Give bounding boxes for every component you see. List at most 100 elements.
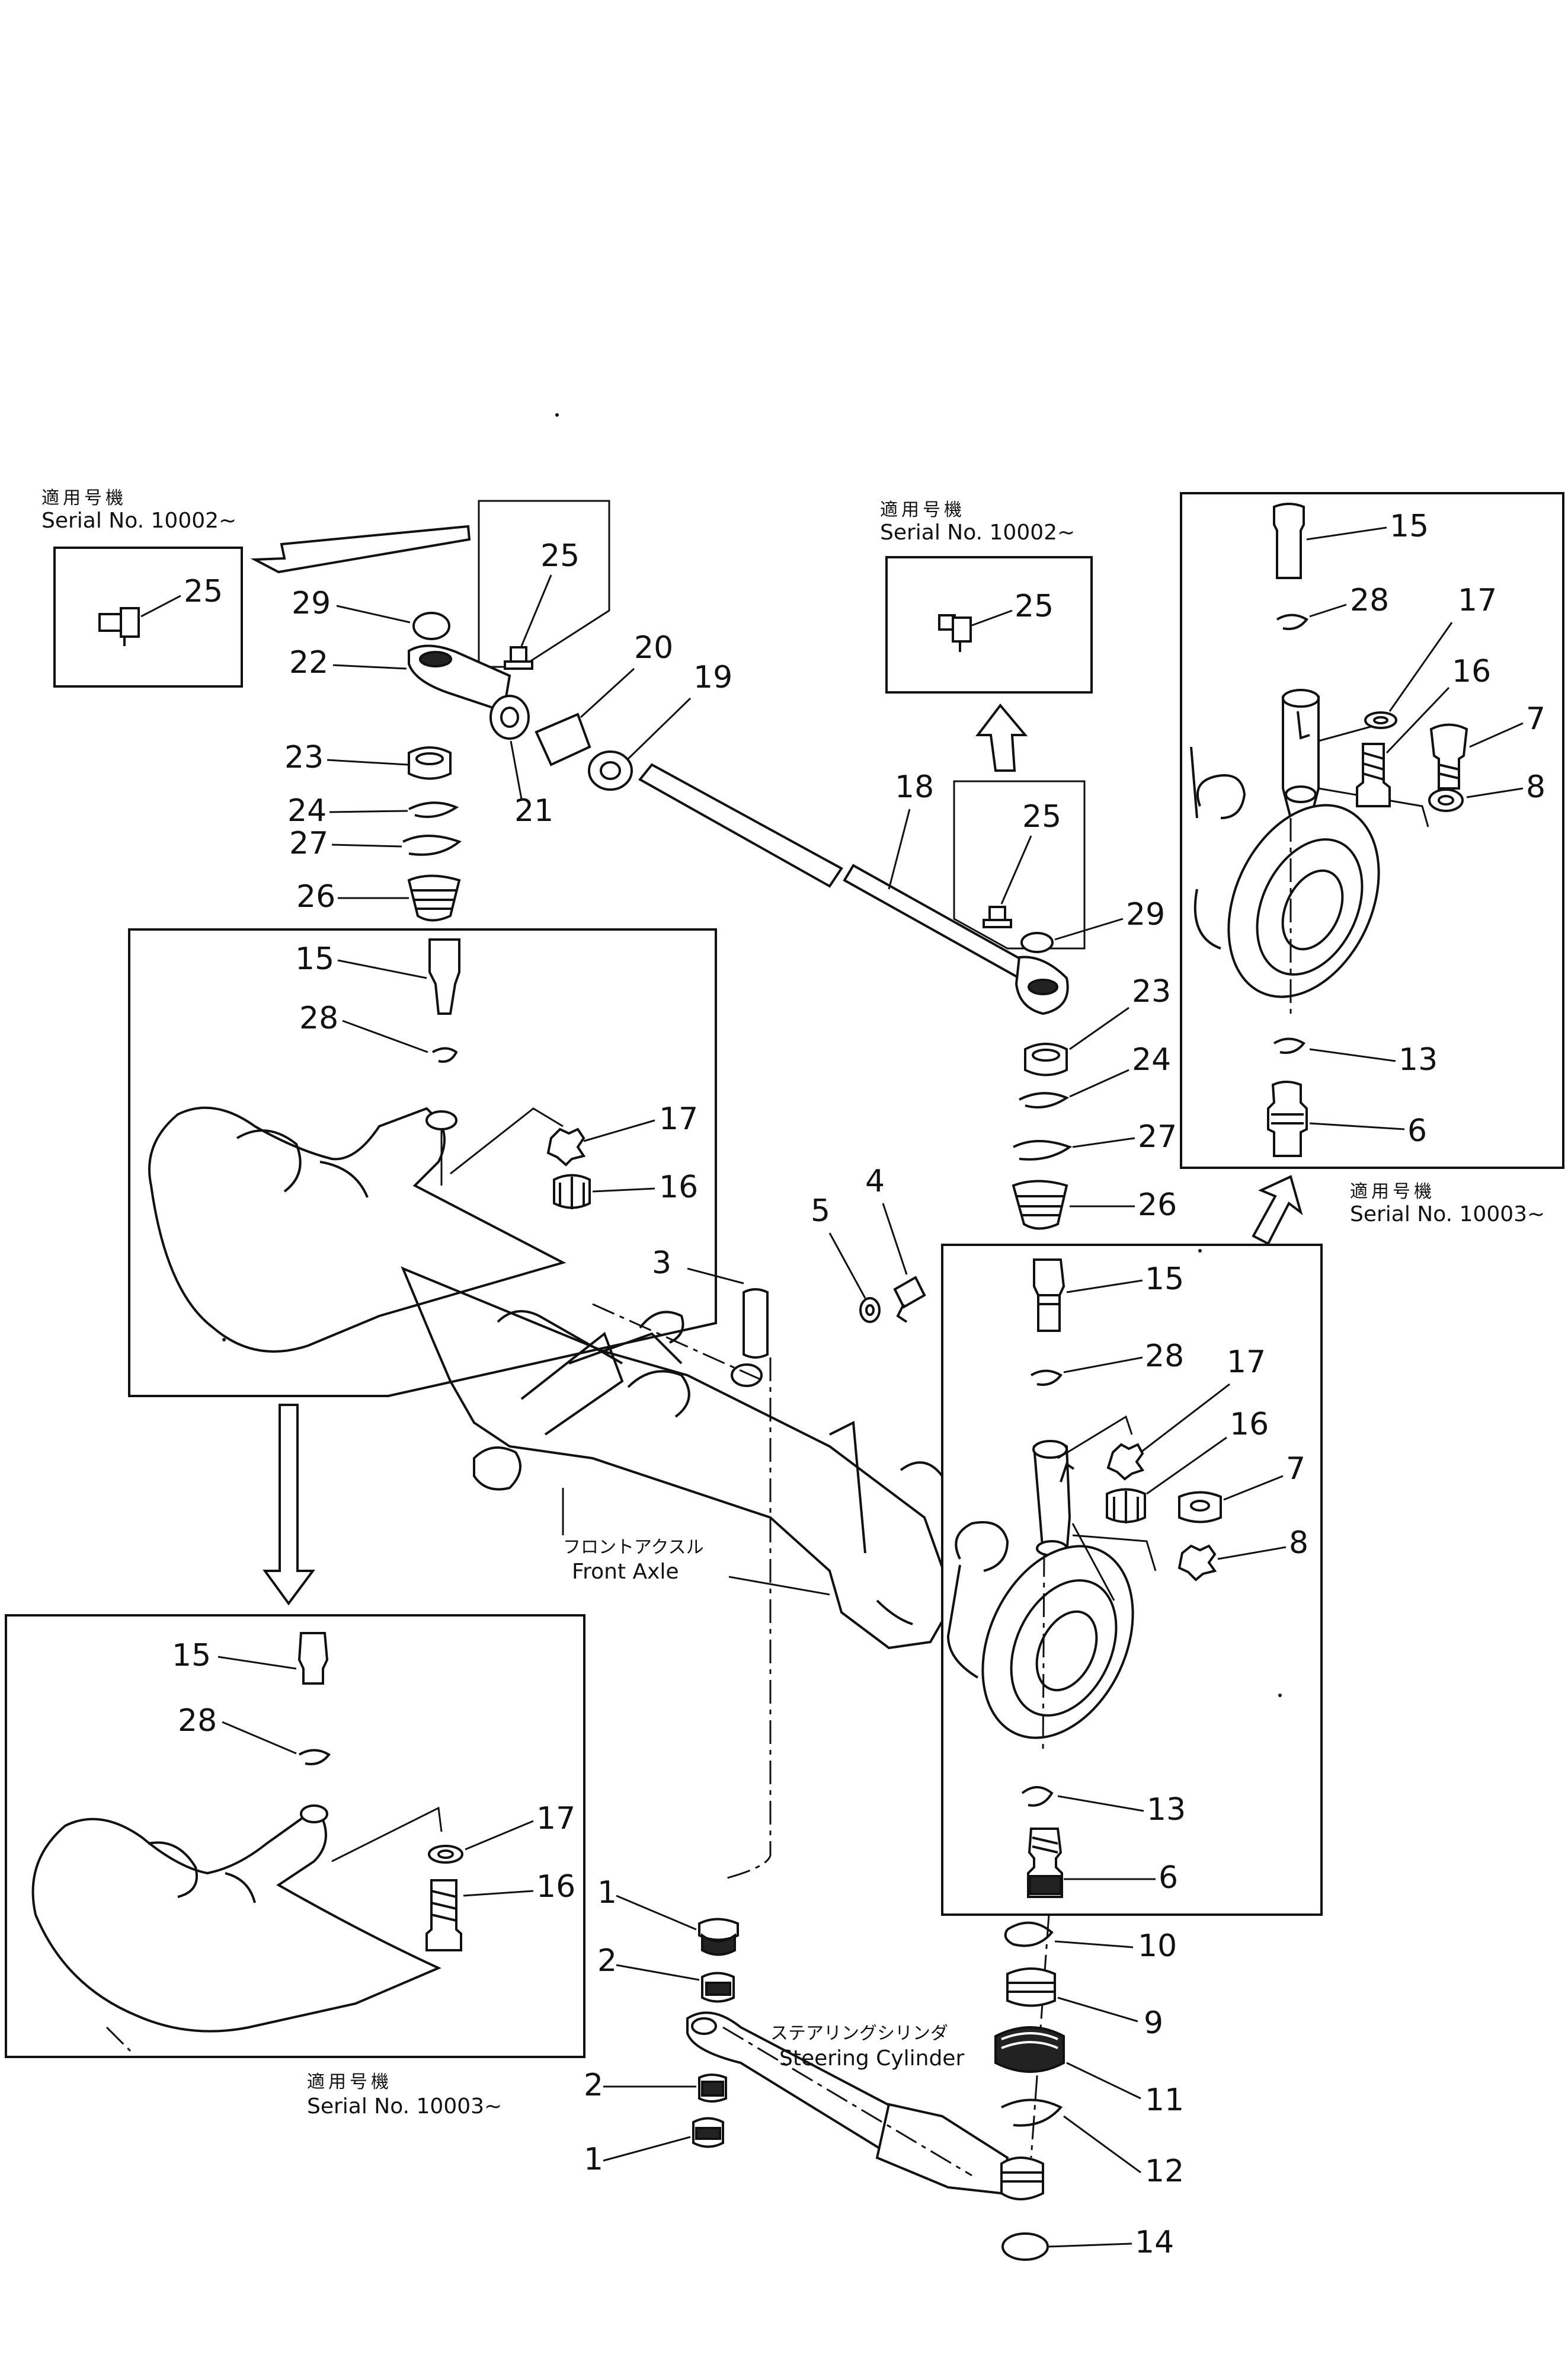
lock-washer-17 <box>1106 1443 1145 1481</box>
washer-8 <box>1428 788 1464 812</box>
part-label-11: 11 <box>1145 2082 1184 2118</box>
caption-steering-cylinder-jp: ステアリングシリンダ <box>770 2023 948 2044</box>
kingpin-6 <box>1267 1081 1308 1157</box>
serial-note-right-en: Serial No. 10003~ <box>1350 1202 1545 1226</box>
serial-note-top-left-jp: 適用号機 <box>41 488 127 509</box>
part-label-16: 16 <box>1230 1407 1269 1442</box>
part-label-25: 25 <box>184 574 223 609</box>
arrow-up-icon <box>975 703 1028 772</box>
serial-note-bottom-left-jp: 適用号機 <box>307 2072 392 2093</box>
boot-26 <box>1012 1180 1068 1230</box>
part-label-12: 12 <box>1145 2154 1184 2189</box>
tie-rod-18: 18 <box>638 763 1069 1015</box>
part-label-16: 16 <box>536 1869 575 1905</box>
inset-top-left: 適用号機 Serial No. 10002~ 25 <box>41 488 243 688</box>
part-label-26: 26 <box>1138 1187 1177 1223</box>
part-label-14: 14 <box>1135 2225 1174 2260</box>
cylinder-body <box>875 2103 1009 2195</box>
nut-21 <box>489 695 530 740</box>
seal-9 <box>1006 1967 1056 2007</box>
inset-top-middle: 適用号機 Serial No. 10002~ 25 <box>880 500 1093 694</box>
clamp-20 <box>535 713 591 766</box>
part-label-16: 16 <box>659 1170 698 1205</box>
part-label-13: 13 <box>1147 1792 1186 1828</box>
part-label-10: 10 <box>1138 1928 1177 1964</box>
part-label-29: 29 <box>1126 897 1165 932</box>
axle-small-parts: 3 5 4 <box>652 1164 926 1359</box>
grease-nipple-icon <box>504 646 533 670</box>
part-label-17: 17 <box>659 1101 698 1137</box>
pin-3 <box>743 1288 769 1359</box>
part-label-19: 19 <box>693 660 732 695</box>
arrow-up-right-icon <box>1252 1175 1303 1245</box>
grease-nipple-elbow-icon <box>938 614 972 652</box>
part-label-16: 16 <box>1452 654 1491 689</box>
part-label-17: 17 <box>1227 1344 1266 1380</box>
part-label-25: 25 <box>1022 799 1061 835</box>
nut-19 <box>588 750 633 791</box>
washer-17 <box>428 1845 463 1864</box>
tie-rod-left-end: 29 22 21 20 19 <box>289 586 732 829</box>
callout-box-top-left: 25 <box>478 500 610 670</box>
part-label-7: 7 <box>1286 1451 1305 1487</box>
part-label-6: 6 <box>1407 1113 1427 1149</box>
part-label-27: 27 <box>289 826 328 861</box>
part-label-26: 26 <box>296 879 335 915</box>
part-label-6: 6 <box>1159 1860 1178 1896</box>
serial-note-top-left-en: Serial No. 10002~ <box>41 509 236 533</box>
inset-box-top-left <box>53 547 243 688</box>
steering-cylinder: 1 2 ステアリングシリンダ Steering Cylinder 2 1 10 … <box>584 1357 1184 2261</box>
part-label-29: 29 <box>292 586 331 621</box>
part-label-20: 20 <box>634 630 673 666</box>
part-label-18: 18 <box>895 769 934 805</box>
nut-7 <box>1178 1491 1222 1523</box>
part-label-17: 17 <box>1458 583 1497 618</box>
serial-note-bottom-left-en: Serial No. 10003~ <box>307 2094 502 2119</box>
serial-note-top-middle-jp: 適用号機 <box>880 500 965 520</box>
part-label-1: 1 <box>584 2142 603 2177</box>
serial-note-right-jp: 適用号機 <box>1350 1181 1435 1202</box>
part-label-25: 25 <box>540 538 580 574</box>
caption-front-axle-jp: フロントアクスル <box>563 1537 704 1558</box>
inset-box-top-right <box>1180 492 1564 1169</box>
cylinder-head <box>1000 2157 1044 2200</box>
part-label-2: 2 <box>584 2068 603 2103</box>
hub-disc <box>1227 804 1380 998</box>
part-label-15: 15 <box>295 941 334 977</box>
part-label-8: 8 <box>1526 769 1545 805</box>
bolt-16 <box>1356 743 1391 807</box>
part-label-8: 8 <box>1289 1525 1308 1561</box>
caption-front-axle-en: Front Axle <box>572 1560 679 1584</box>
boot-26 <box>407 874 461 922</box>
kingpin-15 <box>428 938 460 1015</box>
hub-disc <box>981 1545 1134 1739</box>
inset-box-bottom-left <box>5 1614 585 2058</box>
inset-left-knuckle: 15 28 17 16 <box>128 928 717 1397</box>
part-label-21: 21 <box>514 793 553 829</box>
part-label-1: 1 <box>597 1875 617 1911</box>
bolt-4 <box>893 1276 926 1309</box>
arrow-down-icon <box>263 1404 315 1606</box>
bolt-7 <box>1429 723 1468 790</box>
part-label-9: 9 <box>1144 2005 1163 2041</box>
part-label-5: 5 <box>811 1193 830 1229</box>
part-label-24: 24 <box>1132 1042 1171 1078</box>
arrow-to-inset-top-left-icon <box>250 525 471 574</box>
grease-nipple-elbow-icon <box>98 607 140 646</box>
seal-stack-left: 23 24 27 26 <box>284 740 462 922</box>
part-label-4: 4 <box>865 1164 885 1199</box>
washer-5 <box>859 1297 881 1323</box>
part-label-24: 24 <box>287 793 327 829</box>
part-label-7: 7 <box>1526 701 1545 737</box>
part-label-28: 28 <box>178 1703 217 1739</box>
part-label-28: 28 <box>1350 583 1389 618</box>
kingpin-15 <box>1273 503 1305 579</box>
part-label-15: 15 <box>172 1638 211 1673</box>
callout-box-right: 25 29 <box>953 780 1165 953</box>
part-label-13: 13 <box>1399 1042 1438 1078</box>
seal-stack-right: 23 24 27 26 <box>1012 974 1177 1230</box>
inset-top-right: 15 28 17 16 7 8 13 <box>1180 492 1564 1226</box>
washer-17 <box>1364 711 1397 729</box>
inset-bottom-left: 15 28 17 16 適用号機 Serial No. 10003~ <box>5 1614 585 2119</box>
